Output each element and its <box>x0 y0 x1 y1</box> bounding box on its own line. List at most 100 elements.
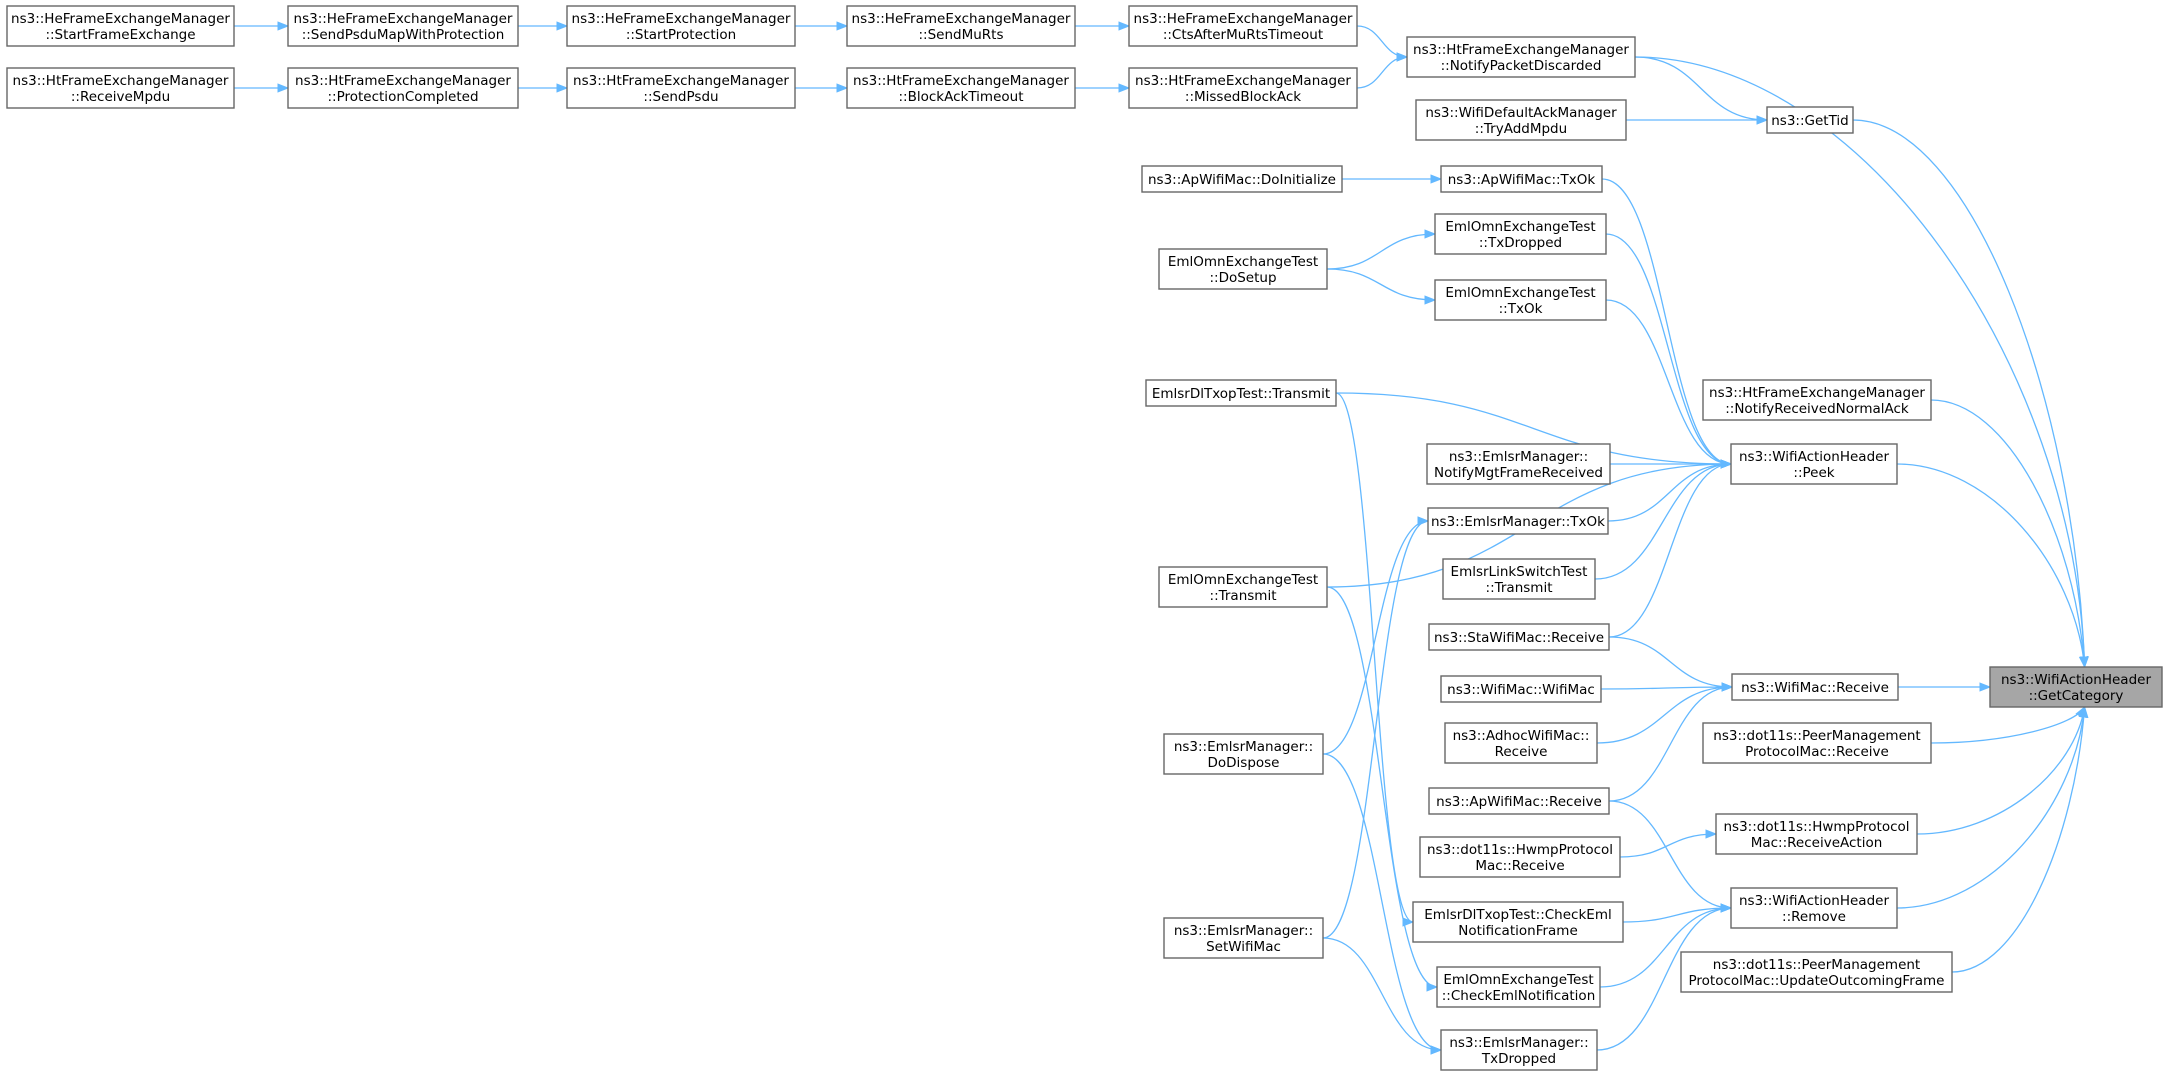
node-he_sendpsdumap[interactable]: ns3::HeFrameExchangeManager::SendPsduMap… <box>287 5 519 47</box>
node-box <box>1730 443 1898 485</box>
node-eml_txdropped[interactable]: EmlOmnExchangeTest::TxDropped <box>1434 213 1607 255</box>
node-box <box>1158 566 1328 608</box>
edge-eml_txdropped-to-peek <box>1605 233 1733 469</box>
edge-sta_receive-to-wifimac_receive <box>1608 636 1734 692</box>
edge-eml_dosetup-to-eml_txok <box>1326 268 1437 305</box>
node-label-line: ns3::WifiDefaultAckManager <box>1425 105 1617 121</box>
node-box <box>1428 787 1610 815</box>
node-box <box>1158 248 1328 290</box>
node-wifimac_receive[interactable]: ns3::WifiMac::Receive <box>1731 673 1899 701</box>
node-label-line: ::StartProtection <box>626 27 736 43</box>
edge-dltxop_transmit-to-peek <box>1335 392 1733 469</box>
edge-ap_receive-to-remove <box>1608 800 1733 913</box>
node-box <box>1163 917 1324 959</box>
node-label-line: ns3::dot11s::HwmpProtocol <box>1427 842 1613 858</box>
node-dltxop_transmit[interactable]: EmlsrDlTxopTest::Transmit <box>1145 379 1337 407</box>
node-remove[interactable]: ns3::WifiActionHeader::Remove <box>1730 887 1898 929</box>
node-eml_dosetup[interactable]: EmlOmnExchangeTest::DoSetup <box>1158 248 1328 290</box>
node-label-line: EmlOmnExchangeTest <box>1445 219 1595 235</box>
node-box <box>846 67 1076 109</box>
node-label-line: ::ReceiveMpdu <box>71 89 170 105</box>
node-label-line: ns3::AdhocWifiMac:: <box>1453 728 1590 744</box>
edge-ap_receive-to-wifimac_receive <box>1608 682 1734 802</box>
node-emlsr_dodispose[interactable]: ns3::EmlsrManager::DoDispose <box>1163 733 1324 775</box>
node-box <box>1444 722 1598 764</box>
node-wifimac_wifimac[interactable]: ns3::WifiMac::WifiMac <box>1440 675 1602 703</box>
node-label-line: ns3::HtFrameExchangeManager <box>573 73 789 89</box>
node-box <box>1434 213 1607 255</box>
node-label-line: EmlOmnExchangeTest <box>1445 285 1595 301</box>
edge-emlsr_dodispose-to-emlsr_txdropped <box>1322 753 1443 1055</box>
node-ht_notifypkt[interactable]: ns3::HtFrameExchangeManager::NotifyPacke… <box>1406 36 1636 78</box>
node-box <box>1415 99 1627 141</box>
edge-eml_txok-to-peek <box>1605 299 1733 469</box>
node-ht_missedba[interactable]: ns3::HtFrameExchangeManager::MissedBlock… <box>1128 67 1358 109</box>
node-label-line: ::Transmit <box>1210 588 1277 604</box>
node-ht_sendpsdu[interactable]: ns3::HtFrameExchangeManager::SendPsdu <box>566 67 796 109</box>
node-box <box>1163 733 1324 775</box>
node-adhoc_receive[interactable]: ns3::AdhocWifiMac::Receive <box>1444 722 1598 764</box>
edge-eml_checkeml-to-remove <box>1599 903 1733 988</box>
node-label-line: ns3::HeFrameExchangeManager <box>1134 11 1353 27</box>
node-he_startprot[interactable]: ns3::HeFrameExchangeManager::StartProtec… <box>566 5 796 47</box>
node-sta_receive[interactable]: ns3::StaWifiMac::Receive <box>1428 623 1610 651</box>
node-peer_receive[interactable]: ns3::dot11s::PeerManagementProtocolMac::… <box>1702 722 1932 764</box>
node-eml_transmit[interactable]: EmlOmnExchangeTest::Transmit <box>1158 566 1328 608</box>
node-box <box>1412 901 1624 943</box>
node-peek[interactable]: ns3::WifiActionHeader::Peek <box>1730 443 1898 485</box>
node-ht_receivempdu[interactable]: ns3::HtFrameExchangeManager::ReceiveMpdu <box>6 67 235 109</box>
node-box <box>1440 165 1603 193</box>
node-dltxop_checkeml[interactable]: EmlsrDlTxopTest::CheckEmlNotificationFra… <box>1412 901 1624 943</box>
node-label-line: EmlsrDlTxopTest::Transmit <box>1152 386 1330 402</box>
edge-emlsr_txdropped-to-remove <box>1596 903 1733 1051</box>
node-box <box>846 5 1076 47</box>
edge-sta_receive-to-peek <box>1608 459 1733 638</box>
node-ht_notifyrecvack[interactable]: ns3::HtFrameExchangeManager::NotifyRecei… <box>1702 379 1932 421</box>
node-peer_updateout[interactable]: ns3::dot11s::PeerManagementProtocolMac::… <box>1680 951 1953 993</box>
node-emlsr_notifymgt[interactable]: ns3::EmlsrManager::NotifyMgtFrameReceive… <box>1426 443 1611 485</box>
node-label-line: ns3::ApWifiMac::TxOk <box>1448 172 1596 188</box>
node-emlsr_txdropped[interactable]: ns3::EmlsrManager::TxDropped <box>1440 1029 1598 1071</box>
node-label-line: ns3::WifiActionHeader <box>1739 449 1889 465</box>
node-label-line: ns3::HeFrameExchangeManager <box>572 11 791 27</box>
node-ht_blockack[interactable]: ns3::HtFrameExchangeManager::BlockAckTim… <box>846 67 1076 109</box>
node-emlsr_txok[interactable]: ns3::EmlsrManager::TxOk <box>1427 507 1609 535</box>
node-emlsr_setwifimac[interactable]: ns3::EmlsrManager::SetWifiMac <box>1163 917 1324 959</box>
node-label-line: ::CtsAfterMuRtsTimeout <box>1163 27 1323 43</box>
node-label-line: ns3::WifiMac::Receive <box>1741 680 1889 696</box>
node-box <box>1128 67 1358 109</box>
node-eml_checkeml[interactable]: EmlOmnExchangeTest::CheckEmlNotification <box>1436 966 1601 1008</box>
node-label-line: ns3::dot11s::HwmpProtocol <box>1723 819 1909 835</box>
node-box <box>1434 279 1607 321</box>
node-he_startframe[interactable]: ns3::HeFrameExchangeManager::StartFrameE… <box>6 5 235 47</box>
node-he_sendmurts[interactable]: ns3::HeFrameExchangeManager::SendMuRts <box>846 5 1076 47</box>
node-label-line: ns3::WifiMac::WifiMac <box>1447 682 1595 698</box>
node-gettid[interactable]: ns3::GetTid <box>1766 106 1854 134</box>
edge-emlsr_setwifimac-to-emlsr_txok <box>1322 516 1430 939</box>
node-hwmp_receiveaction[interactable]: ns3::dot11s::HwmpProtocolMac::ReceiveAct… <box>1715 813 1918 855</box>
node-label-line: DoDispose <box>1207 755 1279 771</box>
node-box <box>1145 379 1337 407</box>
node-linkswitch_transmit[interactable]: EmlsrLinkSwitchTest::Transmit <box>1442 558 1596 600</box>
node-ap_txok[interactable]: ns3::ApWifiMac::TxOk <box>1440 165 1603 193</box>
node-box <box>1406 36 1636 78</box>
node-ap_doinit[interactable]: ns3::ApWifiMac::DoInitialize <box>1141 165 1343 193</box>
node-ap_receive[interactable]: ns3::ApWifiMac::Receive <box>1428 787 1610 815</box>
node-label-line: ns3::EmlsrManager:: <box>1449 1035 1588 1051</box>
node-box <box>1702 722 1932 764</box>
node-ht_protcompleted[interactable]: ns3::HtFrameExchangeManager::ProtectionC… <box>287 67 519 109</box>
node-label-line: ::SendPsdu <box>643 89 718 105</box>
node-label-line: EmlOmnExchangeTest <box>1168 254 1318 270</box>
edge-peer_receive-to-root <box>1930 705 2086 744</box>
node-box <box>1141 165 1343 193</box>
node-root[interactable]: ns3::WifiActionHeader::GetCategory <box>1989 666 2163 708</box>
node-he_ctsafter[interactable]: ns3::HeFrameExchangeManager::CtsAfterMuR… <box>1128 5 1358 47</box>
node-label-line: ns3::WifiActionHeader <box>1739 893 1889 909</box>
node-eml_txok[interactable]: EmlOmnExchangeTest::TxOk <box>1434 279 1607 321</box>
node-label-line: NotifyMgtFrameReceived <box>1434 465 1603 481</box>
node-label-line: ns3::EmlsrManager::TxOk <box>1431 514 1605 530</box>
node-box <box>1440 1029 1598 1071</box>
node-default_ack[interactable]: ns3::WifiDefaultAckManager::TryAddMpdu <box>1415 99 1627 141</box>
node-label-line: ns3::GetTid <box>1771 113 1849 129</box>
